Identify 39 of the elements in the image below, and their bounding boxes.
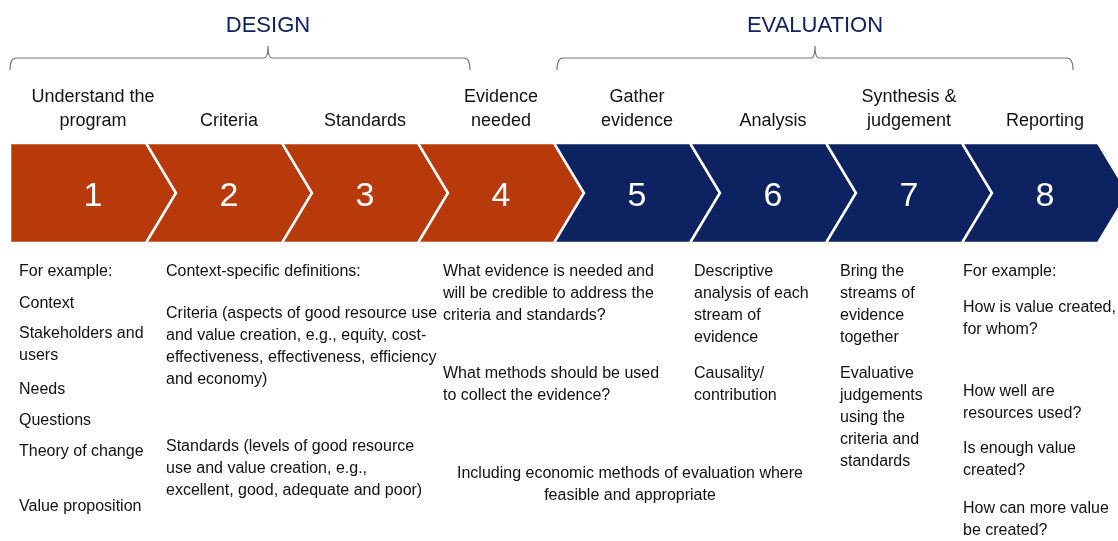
step-description: How can more value be created? xyxy=(963,498,1110,540)
step-number: 6 xyxy=(762,174,784,214)
step-description: Evaluative judgements using the criteria and standards xyxy=(840,363,924,471)
step-description: Causality/ contribution xyxy=(694,363,778,405)
step-description: How well are resources used? xyxy=(963,381,1083,423)
step-heading: Analysis xyxy=(738,109,808,132)
step-description: Criteria (aspects of good resource use and value creation, e.g., equity, cost-effectiveness, effectiveness, efficiency and economy) xyxy=(166,303,438,389)
step-description: Questions xyxy=(19,410,93,430)
step-heading: Evidence needed xyxy=(462,85,540,132)
note-text: Standards (levels of good resource use and value creation, e.g., excellent, good, adequate and poor) xyxy=(166,436,424,500)
step-description: Context xyxy=(19,293,76,313)
step-heading: Criteria xyxy=(199,109,259,132)
step-number: 8 xyxy=(1034,174,1056,214)
step-number: 3 xyxy=(354,174,376,214)
step-number: 5 xyxy=(626,174,648,214)
step-description: Needs xyxy=(19,379,67,399)
step-description: Is enough value created? xyxy=(963,438,1077,480)
step-number: 7 xyxy=(898,174,920,214)
step-description: For example: xyxy=(963,261,1058,281)
step-heading: Gather evidence xyxy=(599,85,675,132)
step-description: Value proposition xyxy=(19,496,143,516)
step-number: 4 xyxy=(490,174,512,214)
step-description: Context-specific definitions: xyxy=(166,261,362,281)
step-description: What evidence is needed and will be credible to address the criteria and standards? xyxy=(443,261,655,325)
note-text: Including economic methods of evaluation where feasible and appropriate xyxy=(456,463,804,505)
step-description: What methods should be used to collect the evidence? xyxy=(443,363,661,405)
phase-label: EVALUATION xyxy=(745,12,885,38)
step-heading: Standards xyxy=(322,109,408,132)
step-description: Bring the streams of evidence together xyxy=(840,261,916,347)
step-description: Descriptive analysis of each stream of evidence xyxy=(694,261,810,347)
step-description: Theory of change xyxy=(19,441,145,461)
step-heading: Understand the program xyxy=(30,85,156,132)
step-number: 2 xyxy=(218,174,240,214)
step-heading: Synthesis & judgement xyxy=(860,85,958,132)
phase-label: DESIGN xyxy=(224,12,312,38)
step-description: How is value created, for whom? xyxy=(963,297,1117,339)
step-description: For example: xyxy=(19,261,114,281)
step-description: Stakeholders and users xyxy=(19,323,145,365)
step-heading: Reporting xyxy=(1004,109,1085,132)
